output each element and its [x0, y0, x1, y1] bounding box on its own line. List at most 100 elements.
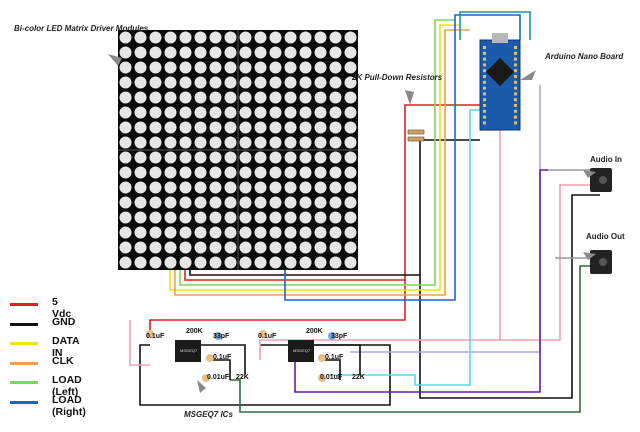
header-pin — [514, 98, 517, 102]
led-dot — [314, 226, 327, 239]
led-dot — [239, 31, 252, 44]
led-dot — [329, 136, 342, 149]
led-dot-grid — [119, 31, 357, 269]
header-pin — [514, 104, 517, 107]
wire-5v-ic — [149, 280, 406, 330]
led-dot — [149, 76, 162, 89]
led-dot — [194, 211, 207, 224]
led-dot — [329, 121, 342, 134]
led-dot — [344, 211, 357, 224]
led-dot — [329, 241, 342, 254]
led-dot — [269, 181, 282, 194]
left-c1-label: 0.1uF — [146, 333, 165, 340]
led-dot — [119, 136, 132, 149]
led-dot — [254, 166, 267, 179]
led-dot — [164, 211, 177, 224]
led-dot — [299, 121, 312, 134]
led-dot — [314, 256, 327, 269]
led-dot — [284, 211, 297, 224]
led-dot — [149, 91, 162, 104]
led-dot — [239, 106, 252, 119]
led-dot — [344, 76, 357, 89]
arrow-audio-in — [583, 170, 596, 178]
led-dot — [179, 121, 192, 134]
led-dot — [224, 181, 237, 194]
audio-in-label: Audio In — [590, 155, 622, 164]
led-dot — [209, 151, 222, 164]
led-dot — [149, 31, 162, 44]
led-dot — [269, 46, 282, 59]
led-dot — [149, 196, 162, 209]
led-dot — [254, 226, 267, 239]
led-dot — [299, 91, 312, 104]
led-dot — [209, 91, 222, 104]
led-dot — [149, 181, 162, 194]
led-dot — [329, 226, 342, 239]
legend-swatch — [10, 322, 38, 326]
led-dot — [209, 61, 222, 74]
led-dot — [209, 46, 222, 59]
legend-label: LOAD (Right) — [52, 393, 86, 418]
header-pin — [483, 69, 486, 73]
led-dot — [239, 76, 252, 89]
led-dot — [164, 196, 177, 209]
led-dot — [329, 61, 342, 74]
led-dot — [314, 61, 327, 74]
led-dot — [149, 136, 162, 149]
led-dot — [269, 241, 282, 254]
led-dot — [314, 241, 327, 254]
led-dot — [239, 256, 252, 269]
led-dot — [269, 106, 282, 119]
audio-out-jack — [590, 250, 612, 274]
led-dot — [254, 181, 267, 194]
led-dot — [194, 31, 207, 44]
led-dot — [119, 46, 132, 59]
led-dot — [329, 166, 342, 179]
arrow-led — [108, 54, 122, 66]
wire-pink-2 — [129, 320, 150, 366]
wire-data — [169, 24, 460, 291]
resistor-1 — [407, 129, 425, 135]
header-pin — [483, 75, 486, 78]
led-dot — [209, 196, 222, 209]
header-pin — [514, 109, 517, 113]
led-dot — [329, 256, 342, 269]
led-dot — [314, 181, 327, 194]
led-dot — [284, 256, 297, 269]
led-dot — [194, 121, 207, 134]
led-dot — [224, 91, 237, 104]
header-pin — [514, 63, 517, 67]
led-dot — [209, 211, 222, 224]
led-dot — [134, 106, 147, 119]
led-dot — [344, 46, 357, 59]
led-dot — [209, 256, 222, 269]
header-pin — [514, 80, 517, 84]
led-dot — [269, 166, 282, 179]
led-dot — [239, 61, 252, 74]
pulldown-label: 2K Pull-Down Resistors — [352, 73, 443, 82]
led-dot — [314, 76, 327, 89]
led-dot — [134, 211, 147, 224]
led-dot — [314, 151, 327, 164]
cap-left-1 — [146, 330, 154, 338]
header-pin — [514, 69, 517, 73]
header-pin — [483, 109, 486, 113]
left-c3-label: 0.01uF — [207, 374, 230, 381]
header-pin — [514, 51, 517, 55]
led-dot — [329, 196, 342, 209]
right-33p-label: 33pF — [331, 333, 348, 340]
led-dot — [329, 106, 342, 119]
led-dot — [239, 151, 252, 164]
led-dot — [299, 31, 312, 44]
led-dot — [239, 211, 252, 224]
led-dot — [164, 121, 177, 134]
led-dot — [119, 151, 132, 164]
wire-gnd-ic — [139, 344, 391, 406]
led-dot — [329, 91, 342, 104]
led-dot — [149, 256, 162, 269]
led-dot — [269, 121, 282, 134]
led-dot — [119, 106, 132, 119]
wire-pink-3 — [500, 184, 600, 341]
wire-load-right — [284, 14, 521, 301]
led-dot — [149, 166, 162, 179]
